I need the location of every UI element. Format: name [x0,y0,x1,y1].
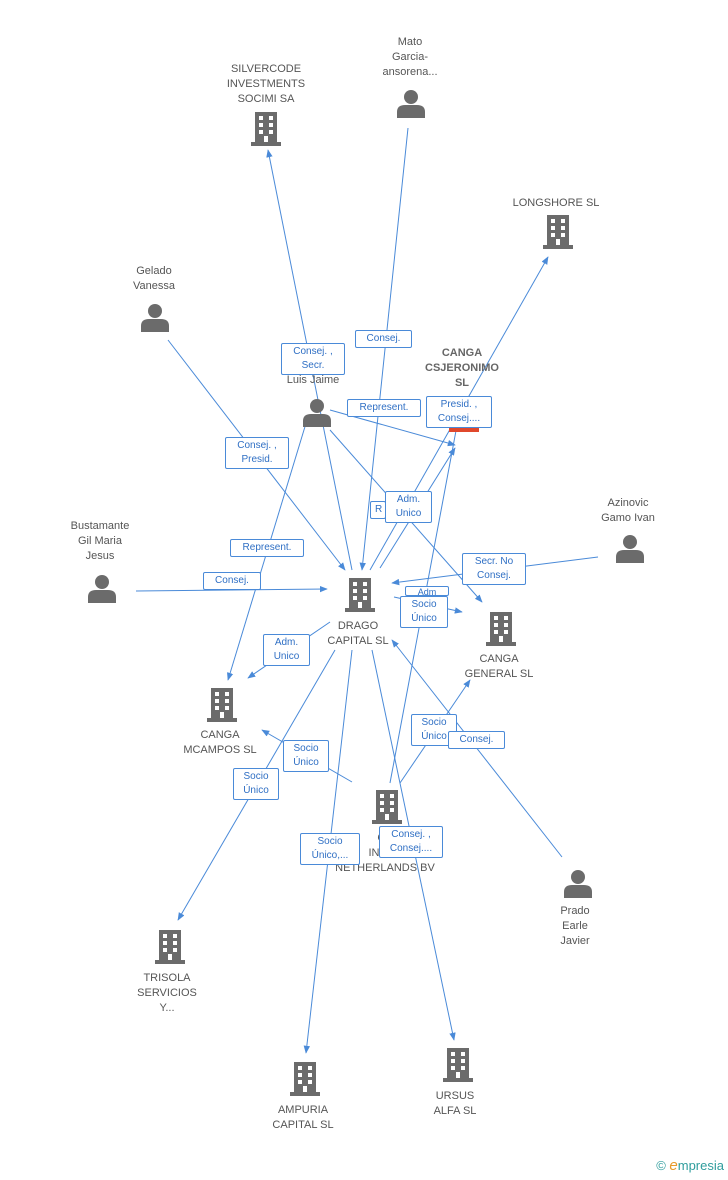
edge-label[interactable]: Adm. Unico [385,491,432,523]
node-label-silvercode[interactable]: SILVERCODE INVESTMENTS SOCIMI SA [226,63,306,105]
person-icon [564,870,592,898]
node-label-azinovic[interactable]: Azinovic Gamo Ivan [601,497,655,524]
node-label-canga-mcampos[interactable]: CANGA MCAMPOS SL [183,729,257,756]
edge-label[interactable]: Consej. , Consej.... [379,826,443,858]
node-label-gelado[interactable]: Gelado Vanessa [133,265,175,292]
building-icon [486,612,516,646]
edge-label[interactable]: Socio Único [400,596,448,628]
edge-label[interactable]: Consej. [203,572,261,590]
node-label-luis[interactable]: Luis Jaime [286,374,340,386]
empresia-watermark: © empresia [656,1157,724,1174]
edge-label[interactable]: Represent. [230,539,304,557]
building-icon [372,790,402,824]
building-icon [207,688,237,722]
building-icon [345,578,375,612]
edge-label[interactable]: Consej. , Presid. [225,437,289,469]
main-node-marker [449,428,479,432]
person-icon [88,575,116,603]
node-label-longshore[interactable]: LONGSHORE SL [512,197,600,209]
edge-label[interactable]: R [370,501,386,519]
edge-label[interactable]: Socio Único [233,768,279,800]
edge-label[interactable]: Adm. Unico [263,634,310,666]
node-label-mato[interactable]: Mato Garcia- ansorena... [382,36,438,78]
edge-label[interactable]: Adm [405,586,449,596]
building-icon [251,112,281,146]
node-label-ampuria[interactable]: AMPURIA CAPITAL SL [272,1104,334,1131]
edge-label[interactable]: Consej. [448,731,505,749]
node-label-canga-general[interactable]: CANGA GENERAL SL [464,653,534,680]
person-icon [141,304,169,332]
node-label-prado[interactable]: Prado Earle Javier [560,905,590,947]
edge-label[interactable]: Consej. , Secr. [281,343,345,375]
node-label-trisola[interactable]: TRISOLA SERVICIOS Y... [137,972,197,1014]
building-icon [155,930,185,964]
edge-label[interactable]: Presid. , Consej.... [426,396,492,428]
building-icon [543,215,573,249]
edge-line [359,127,409,571]
person-icon [397,90,425,118]
edge-label[interactable]: Secr. No Consej. [462,553,526,585]
node-label-ursus[interactable]: URSUS ALFA SL [433,1090,477,1117]
edge-label[interactable]: Consej. [355,330,412,348]
node-label-bustamante[interactable]: Bustamante Gil Maria Jesus [70,520,130,562]
person-icon [303,399,331,427]
building-icon [290,1062,320,1096]
node-label-drago[interactable]: DRAGO CAPITAL SL [327,620,389,647]
building-icon [443,1048,473,1082]
edge-label[interactable]: Socio Único,... [300,833,360,865]
edge-label[interactable]: Represent. [347,399,421,417]
edge-label[interactable]: Socio Único [283,740,329,772]
node-label-canga-csjeronimo[interactable]: CANGA CSJERONIMO SL [425,347,499,389]
edge-line [135,585,328,593]
person-icon [616,535,644,563]
